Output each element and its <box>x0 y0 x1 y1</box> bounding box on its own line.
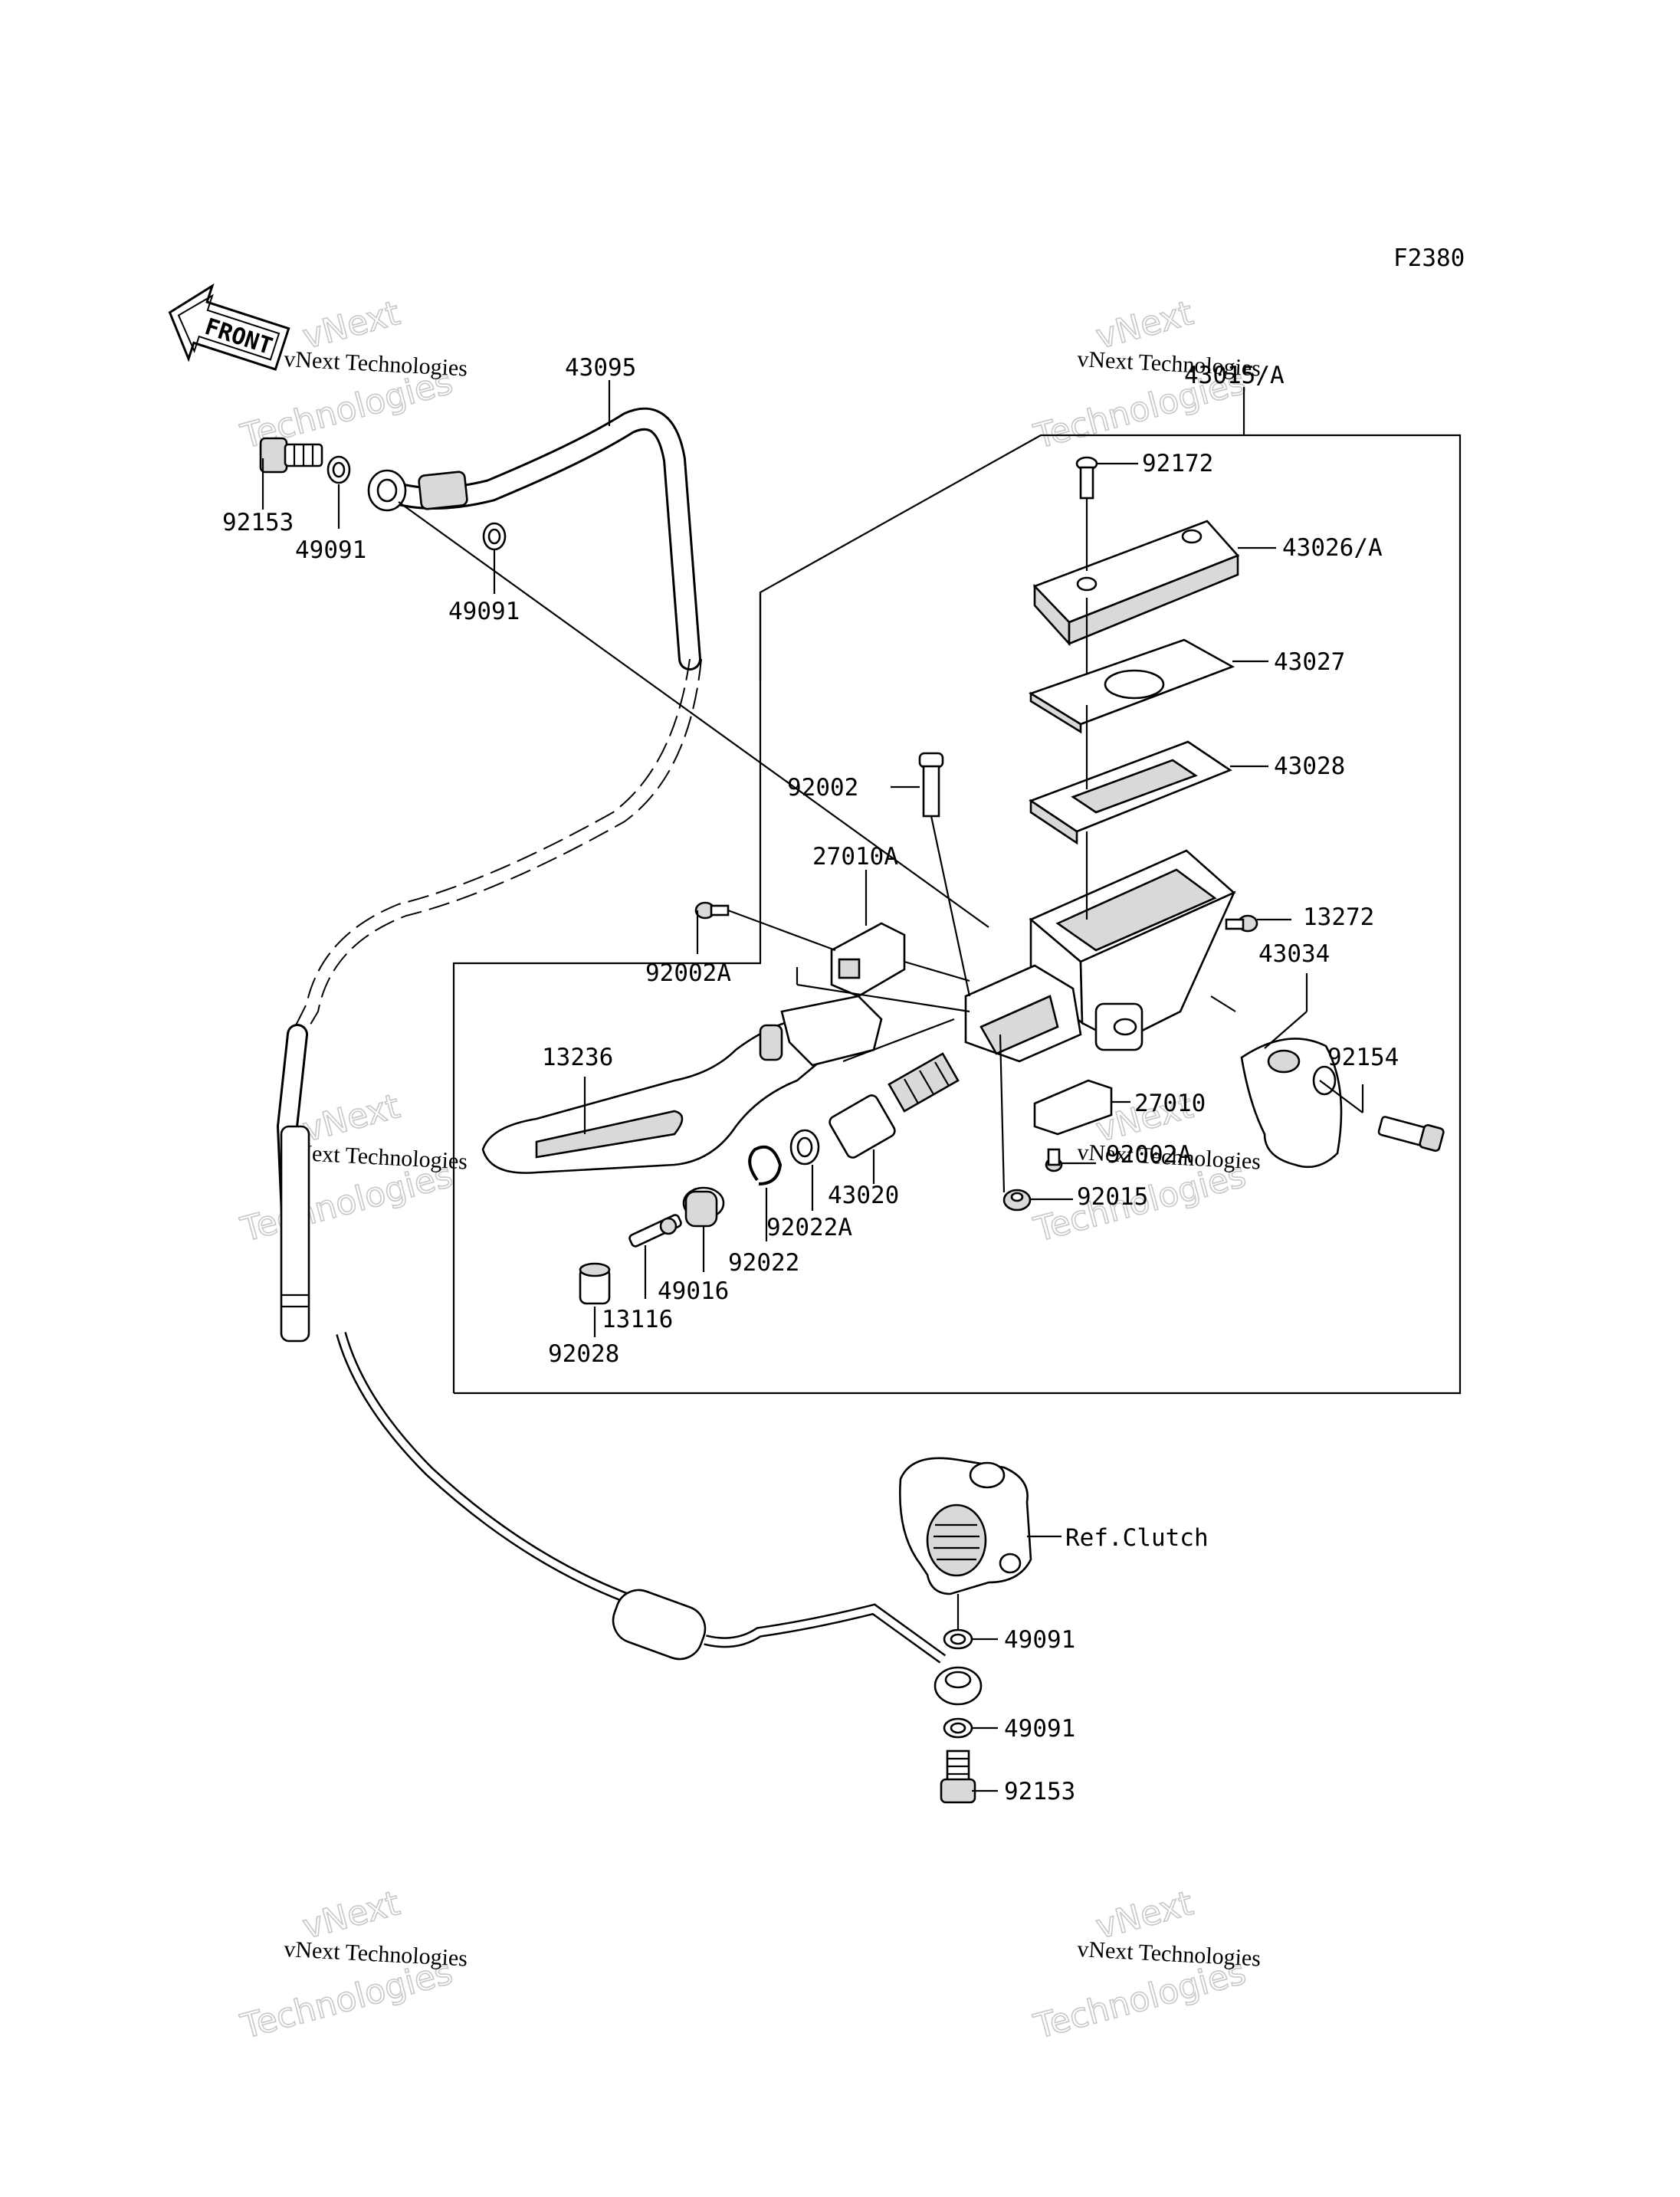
label-43026A: 43026/A <box>1282 534 1383 562</box>
watermark-mid-left: vNext Technologies vNext Technologies <box>236 1086 468 1250</box>
label-43027: 43027 <box>1274 648 1345 676</box>
label-49091-d: 49091 <box>1004 1715 1075 1743</box>
svg-text:vNext Technologies: vNext Technologies <box>1077 1936 1262 1972</box>
diaphragm-plate-43027 <box>1028 638 1235 734</box>
nut-92015 <box>1002 1189 1032 1212</box>
diaphragm-43028 <box>1029 740 1232 845</box>
leader-lines <box>261 380 1364 1792</box>
svg-text:vNext Technologies: vNext Technologies <box>284 1139 468 1175</box>
label-43020: 43020 <box>828 1182 899 1209</box>
label-43015A: 43015/A <box>1184 362 1285 389</box>
bracket-27010A <box>830 922 906 998</box>
watermark-bottom-left: vNext Technologies vNext Technologies <box>236 1883 468 2047</box>
label-92015: 92015 <box>1077 1183 1148 1211</box>
front-arrow-icon: FRONT <box>168 283 290 371</box>
cap-92028 <box>579 1262 611 1305</box>
label-43095: 43095 <box>565 354 636 382</box>
label-92002A-b: 92002A <box>1106 1141 1192 1169</box>
label-43034: 43034 <box>1258 940 1330 968</box>
label-27010: 27010 <box>1134 1090 1206 1117</box>
pushrod-13116 <box>628 1214 682 1248</box>
piston-43020 <box>829 1052 960 1159</box>
circlip-92022 <box>748 1145 783 1185</box>
label-92154: 92154 <box>1327 1044 1399 1071</box>
label-92172: 92172 <box>1142 450 1213 477</box>
svg-text:vNext Technologies: vNext Technologies <box>284 346 468 382</box>
label-92002: 92002 <box>787 774 858 802</box>
screw-92002A-a <box>694 901 730 920</box>
label-49091-a: 49091 <box>295 536 366 564</box>
washer-49091-a <box>326 455 351 484</box>
label-92153-top: 92153 <box>222 509 294 536</box>
label-13272: 13272 <box>1303 903 1374 931</box>
boot-49016 <box>682 1186 725 1228</box>
label-92153-bottom: 92153 <box>1004 1778 1075 1805</box>
clamp-43034 <box>1240 1038 1343 1169</box>
label-92022A: 92022A <box>766 1214 852 1241</box>
label-92028: 92028 <box>548 1340 619 1368</box>
svg-text:vNext Technologies: vNext Technologies <box>284 1936 468 1972</box>
label-43028: 43028 <box>1274 753 1345 780</box>
label-13116: 13116 <box>602 1306 673 1333</box>
label-27010A: 27010A <box>812 843 898 871</box>
watermark-top-left: vNext Technologies vNext Technologies <box>236 293 468 457</box>
washer-92022A <box>789 1129 820 1166</box>
clutch-slave-cylinder <box>899 1457 1032 1595</box>
bolt-92154 <box>1377 1116 1445 1153</box>
label-ref-clutch: Ref.Clutch <box>1065 1524 1209 1552</box>
label-49091-c: 49091 <box>1004 1626 1075 1654</box>
label-13236: 13236 <box>542 1044 613 1071</box>
clutch-lever-13236 <box>481 995 883 1174</box>
bolt-92002 <box>918 752 944 818</box>
label-92022: 92022 <box>728 1249 799 1277</box>
screw-92002A-b <box>1045 1148 1063 1172</box>
reservoir-cap-43026 <box>1032 520 1240 647</box>
screw-92172 <box>1075 456 1098 500</box>
label-49091-b: 49091 <box>448 598 520 625</box>
banjo-bolt-92153-bottom <box>940 1749 976 1804</box>
bracket-27010 <box>1033 1079 1113 1136</box>
washer-49091-c <box>943 1628 973 1650</box>
label-49016: 49016 <box>658 1277 729 1305</box>
clutch-hose-43095 <box>276 407 983 1706</box>
watermark-bottom-right: vNext Technologies vNext Technologies <box>1029 1883 1262 2047</box>
banjo-bolt-92153-top <box>259 437 323 474</box>
washer-49091-d <box>943 1717 973 1739</box>
exploded-view-outline <box>452 434 1462 1395</box>
label-92002A-a: 92002A <box>645 959 731 987</box>
master-cylinder-body-27010 <box>1029 849 1236 1051</box>
figure-code: F2380 <box>1393 244 1465 272</box>
washer-49091-b <box>482 522 507 551</box>
screw-13272 <box>1225 914 1258 933</box>
